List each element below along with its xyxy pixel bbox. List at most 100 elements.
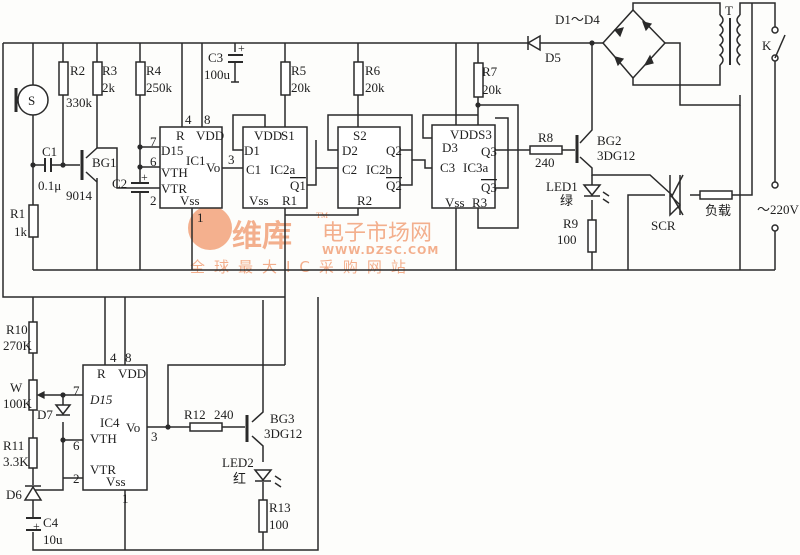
ic1-nums-p3-label: 3	[228, 152, 235, 167]
resistor-r12	[189, 422, 223, 432]
ic1-nums-p2-label: 2	[150, 193, 157, 208]
led1	[582, 184, 602, 197]
ic2a: VDD S1 D1 C1 IC2a Q1 Vss R1	[242, 126, 308, 209]
ic2a-pins-vdd-label: VDD	[254, 128, 282, 143]
bg2-type: 3DG12	[597, 148, 635, 163]
ic4-nums-p6-label: 6	[73, 438, 80, 453]
ic4-pins-vdd-label: VDD	[118, 366, 146, 381]
bridge-rectifier	[613, 21, 654, 67]
ic2b-pins-qb-label: Q2	[386, 178, 402, 193]
ic4-pins-vth-label: VTH	[90, 431, 117, 446]
ic4-nums-p3-label: 3	[151, 429, 158, 444]
transformer-label: T	[725, 3, 733, 18]
r1-value: 1k	[14, 224, 28, 239]
r3-name: R3	[102, 63, 117, 78]
ic4-nums-p8-label: 8	[125, 350, 132, 365]
ic1-pins-vo-label: Vo	[206, 160, 220, 175]
ic4-pins-vss-label: Vss	[106, 474, 126, 489]
ic2b-pins-s-label: S2	[353, 128, 367, 143]
ic3a-pins-r-label: R3	[472, 195, 487, 210]
wires	[2, 2, 776, 551]
mains-label: ～220V	[757, 202, 800, 217]
r10-value: 270K	[3, 338, 33, 353]
d7-label: D7	[37, 407, 53, 422]
c3-value: 100u	[204, 67, 231, 82]
capacitor-c1	[44, 158, 52, 172]
ic4-pins-vtr-label: VTR	[90, 462, 116, 477]
transformer-primary	[718, 14, 724, 66]
r10-name: R10	[6, 322, 28, 337]
r6-value: 20k	[365, 80, 385, 95]
r5-name: R5	[291, 63, 306, 78]
scr-label: SCR	[651, 218, 676, 233]
ic3a-pins-q-label: Q3	[481, 144, 497, 159]
r9-name: R9	[563, 216, 578, 231]
diodes: D5 D1～D4 LED1 绿 SCR D7 D6 LED2 红	[6, 12, 684, 502]
r11-value: 3.3K	[3, 454, 29, 469]
r7-name: R7	[482, 64, 498, 79]
ic1-pins-vdd-label: VDD	[196, 128, 224, 143]
w-name: W	[10, 380, 23, 395]
resistor-r3	[92, 61, 103, 96]
ic1-pins-vss-label: Vss	[180, 193, 200, 208]
ic2b-pins-r-label: R2	[357, 193, 372, 208]
ic2a-pins-vss-label: Vss	[249, 193, 269, 208]
d6-label: D6	[6, 487, 22, 502]
r6-name: R6	[365, 63, 381, 78]
ic2a-name-label: IC2a	[270, 162, 296, 177]
r4-name: R4	[146, 63, 162, 78]
resistors: R1 1k R2 330k R3 2k R4 250k R5 20k R6 20…	[3, 61, 597, 533]
watermark-brand: 维库	[232, 219, 292, 254]
resistor-r2	[58, 61, 69, 96]
load-label: 负载	[705, 203, 731, 218]
ic4-pins-vo-label: Vo	[126, 420, 140, 435]
transistors: BG1 9014 BG2 3DG12 BG3 3DG12	[66, 133, 635, 442]
r5-value: 20k	[291, 80, 311, 95]
c4-name: C4	[43, 515, 59, 530]
resistor-r13	[258, 499, 268, 533]
watermark-slogan: 全球最大IC采购网站	[190, 258, 415, 276]
led1-name: LED1	[546, 179, 578, 194]
svg-text:+: +	[238, 41, 245, 55]
c3-name: C3	[208, 50, 223, 65]
microphone: S	[14, 84, 49, 116]
resistor-r8	[529, 145, 563, 155]
transformer-secondary	[736, 14, 742, 66]
d5-label: D5	[545, 50, 561, 65]
ic1-nums-p4-label: 4	[185, 112, 192, 127]
resistor-r9	[587, 219, 597, 253]
resistor-r1	[28, 204, 39, 238]
r9-value: 100	[557, 232, 577, 247]
diode-d6	[23, 485, 43, 501]
junctions	[30, 40, 595, 443]
bg3-type: 3DG12	[264, 426, 302, 441]
ic2b-name-label: IC2b	[366, 162, 392, 177]
bridge-label: D1～D4	[555, 12, 600, 27]
ic3a-pins-qb-label: Q3	[481, 180, 497, 195]
ic4-name-label: IC4	[100, 415, 120, 430]
led1-color: 绿	[560, 193, 573, 208]
diode-d7	[54, 404, 72, 416]
load	[699, 190, 733, 200]
watermark-url: WWW.DZSC.COM	[322, 244, 439, 257]
watermark-site: 电子市场网	[322, 221, 432, 246]
r8-value: 240	[535, 155, 555, 170]
c2-name: C2	[112, 176, 127, 191]
led2-name: LED2	[222, 455, 254, 470]
watermark: 维库 电子市场网 TM WWW.DZSC.COM 全球最大IC采购网站	[188, 206, 439, 276]
led2-color: 红	[233, 471, 246, 486]
svg-text:+: +	[141, 170, 148, 184]
switch-label: K	[762, 38, 772, 53]
ic1-pins-vth-label: VTH	[161, 165, 188, 180]
ic1-nums-p8-label: 8	[204, 112, 211, 127]
c1-value: 0.1μ	[38, 178, 61, 193]
ic4-nums-p2-label: 2	[73, 471, 80, 486]
ic4: R VDD D15 IC4 Vo VTH VTR Vss 4 8 7 6 2 3…	[73, 350, 158, 506]
switch-k	[774, 34, 786, 59]
ic4-nums-p4-label: 4	[110, 350, 117, 365]
watermark-logo-icon	[188, 206, 232, 250]
capacitor-c2	[131, 182, 149, 193]
r2-name: R2	[70, 63, 85, 78]
ic1: R VDD D15 IC1 Vo VTH VTR Vss 4 8 7 6 2 3…	[150, 112, 235, 225]
